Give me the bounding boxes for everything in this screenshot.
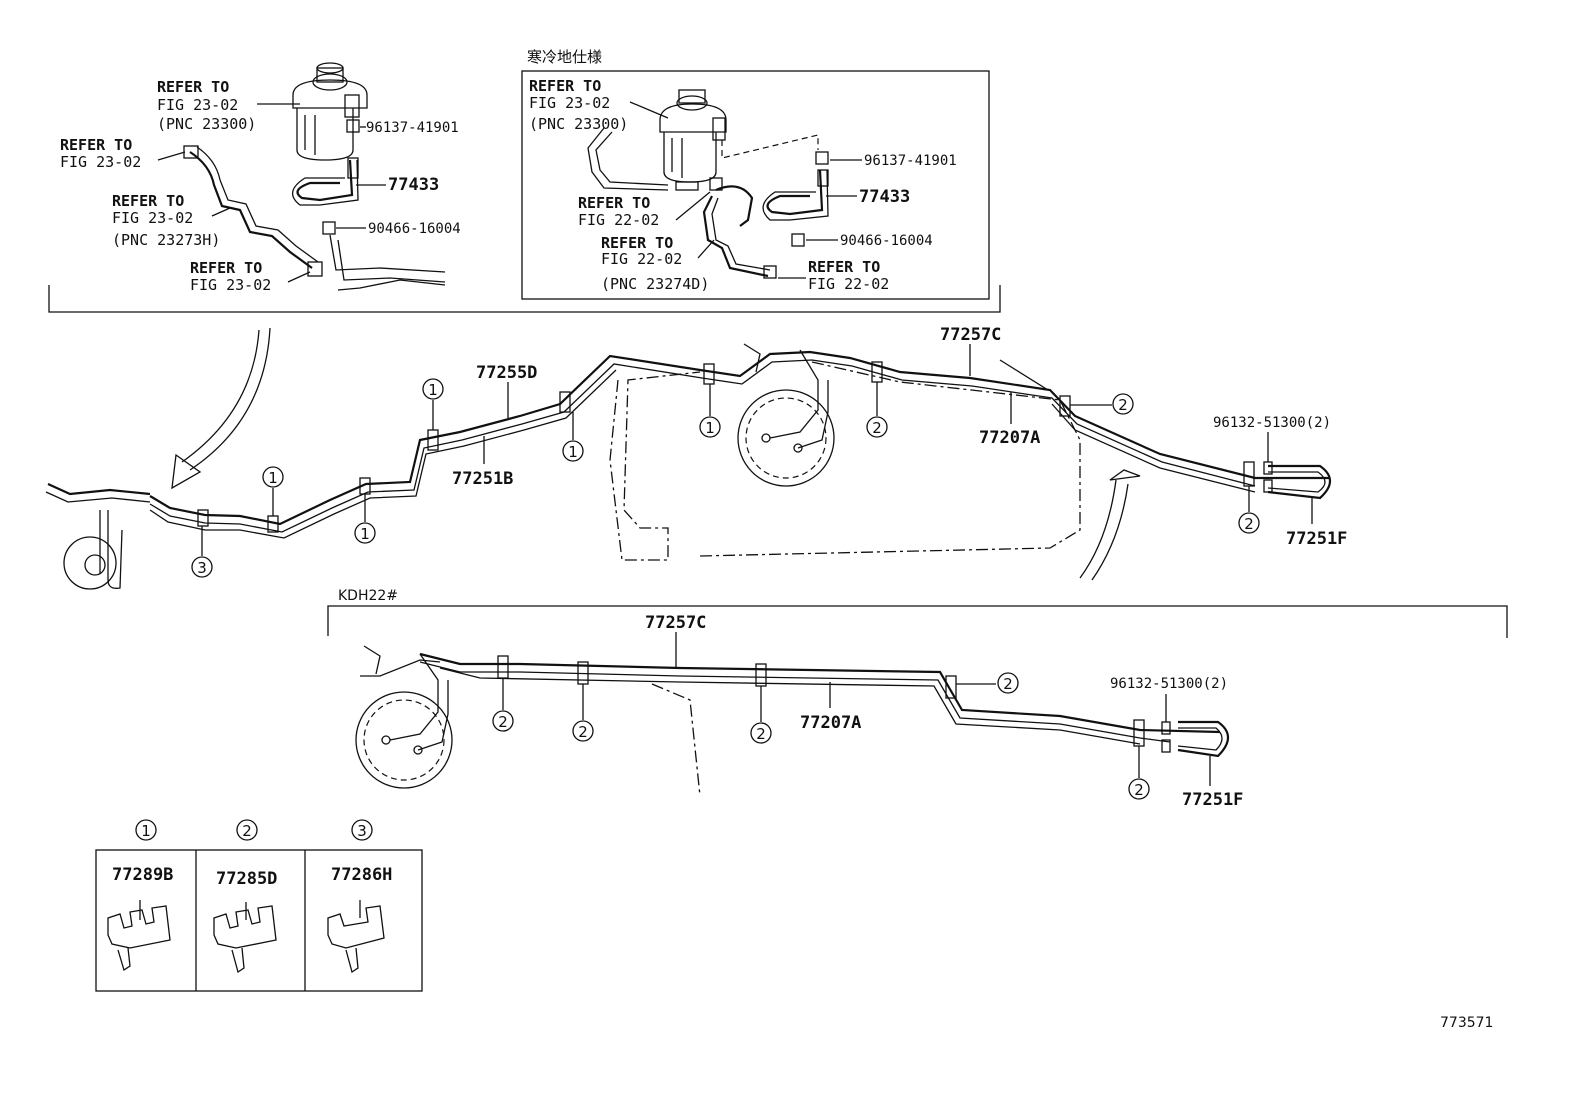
part-77255D: 77255D (476, 363, 537, 383)
clamp-2-main-b (1059, 395, 1071, 417)
refer-23-02-d-line1: REFER TO (190, 259, 262, 277)
cold-spec-frame (521, 70, 990, 300)
refer-23-02-c-line3: (PNC 23273H) (112, 231, 220, 249)
clamp-legend: 1 2 3 77289B 77285D 77286H (95, 819, 423, 992)
part-96132-51300-main: 96132-51300(2) (1213, 415, 1331, 431)
kdh-part-96132-51300: 96132-51300(2) (1110, 676, 1228, 692)
part-77251F-main: 77251F (1286, 529, 1347, 549)
cold-refer-c-line3: (PNC 23274D) (601, 275, 709, 293)
callout-1-a: 1 (268, 469, 278, 487)
callout-2-a: 2 (872, 419, 882, 437)
clamp-77285D-drawing (213, 902, 277, 974)
part-90466-16004-right: 90466-16004 (840, 233, 933, 249)
kdh-callout-2-e: 2 (1134, 781, 1144, 799)
detail-cold-spec: 寒冷地仕様 REFER TO FIG 23-02 (PNC 23300) (521, 48, 990, 300)
fuel-filter-left (292, 62, 368, 161)
kdh-clamp-2-d (945, 675, 957, 699)
callout-1-c: 1 (428, 381, 438, 399)
refer-23-02-a-line3: (PNC 23300) (157, 115, 256, 133)
kdh-part-77251F: 77251F (1182, 790, 1243, 810)
part-90466-16004-left: 90466-16004 (368, 221, 461, 237)
engine-fitting (45, 482, 151, 590)
legend-part-77286H: 77286H (331, 865, 392, 885)
legend-part-77285D: 77285D (216, 869, 277, 889)
legend-mark-1: 1 (141, 822, 151, 840)
part-77251B: 77251B (452, 469, 513, 489)
kdh22-title: KDH22# (338, 588, 398, 604)
detail-left: REFER TO FIG 23-02 (PNC 23300) REFER TO … (60, 62, 461, 294)
fuel-tank-outline (609, 371, 701, 561)
legend-mark-3: 3 (357, 822, 367, 840)
part-77207A-main: 77207A (979, 428, 1040, 448)
refer-23-02-b-line2: FIG 23-02 (60, 153, 141, 171)
clamp-77289B-drawing (107, 900, 171, 972)
cold-refer-c-line2: FIG 22-02 (601, 250, 682, 268)
cold-refer-c-line1: REFER TO (601, 234, 673, 252)
clamp-1-main-e (703, 363, 715, 385)
kdh-callout-2-a: 2 (498, 713, 508, 731)
part-77433-right: 77433 (859, 187, 910, 207)
refer-23-02-b-line1: REFER TO (60, 136, 132, 154)
clamp-1-main-d (559, 391, 571, 413)
cold-refer-a-line2: FIG 23-02 (529, 94, 610, 112)
clamp-2-main-c (1243, 461, 1255, 487)
kdh22-variant: KDH22# 2 (327, 588, 1508, 810)
kdh-clamp-2-e (1133, 719, 1145, 747)
clamp-77286H-drawing (327, 900, 385, 974)
part-96137-41901-right: 96137-41901 (864, 153, 957, 169)
legend-mark-2: 2 (242, 822, 252, 840)
part-77433-left: 77433 (388, 175, 439, 195)
part-77257C-main: 77257C (940, 325, 1001, 345)
cold-spec-title: 寒冷地仕様 (527, 48, 602, 66)
cold-refer-b-line1: REFER TO (578, 194, 650, 212)
refer-23-02-c-line2: FIG 23-02 (112, 209, 193, 227)
cold-refer-d-line2: FIG 22-02 (808, 275, 889, 293)
legend-part-77289B: 77289B (112, 865, 173, 885)
callout-1-b: 1 (360, 525, 370, 543)
clip-90466-left (322, 221, 336, 235)
cold-refer-a-line3: (PNC 23300) (529, 115, 628, 133)
cold-refer-a-line1: REFER TO (529, 77, 601, 95)
kdh-clamp-2-a (497, 655, 509, 679)
tank-sender-unit (737, 343, 835, 487)
cold-refer-d-line1: REFER TO (808, 258, 880, 276)
detail-bracket (48, 285, 1001, 313)
main-routing: 3 1 1 1 1 1 2 2 2 77255D 77251B 77257C (45, 325, 1347, 590)
callout-2-c: 2 (1244, 515, 1254, 533)
kdh-tank-sender (355, 645, 453, 789)
kdh-part-77207A: 77207A (800, 713, 861, 733)
clamp-3-main (197, 509, 209, 527)
callout-2-b: 2 (1118, 396, 1128, 414)
cold-refer-b-line2: FIG 22-02 (578, 211, 659, 229)
callout-3: 3 (197, 559, 207, 577)
kdh-callout-2-d: 2 (1003, 675, 1013, 693)
part-96137-41901-left: 96137-41901 (366, 120, 459, 136)
clip-96137-left (346, 119, 360, 133)
figure-id: 773571 (1440, 1015, 1493, 1031)
callout-1-d: 1 (568, 443, 578, 461)
refer-23-02-a-line1: REFER TO (157, 78, 229, 96)
kdh-part-77257C: 77257C (645, 613, 706, 633)
kdh-callout-2-b: 2 (578, 723, 588, 741)
kdh-callout-2-c: 2 (756, 725, 766, 743)
refer-23-02-a-line2: FIG 23-02 (157, 96, 238, 114)
callout-1-e: 1 (705, 419, 715, 437)
fuel-filter-right (659, 89, 727, 191)
refer-23-02-d-line2: FIG 23-02 (190, 276, 271, 294)
kdh22-bracket (327, 605, 1508, 638)
refer-23-02-c-line1: REFER TO (112, 192, 184, 210)
